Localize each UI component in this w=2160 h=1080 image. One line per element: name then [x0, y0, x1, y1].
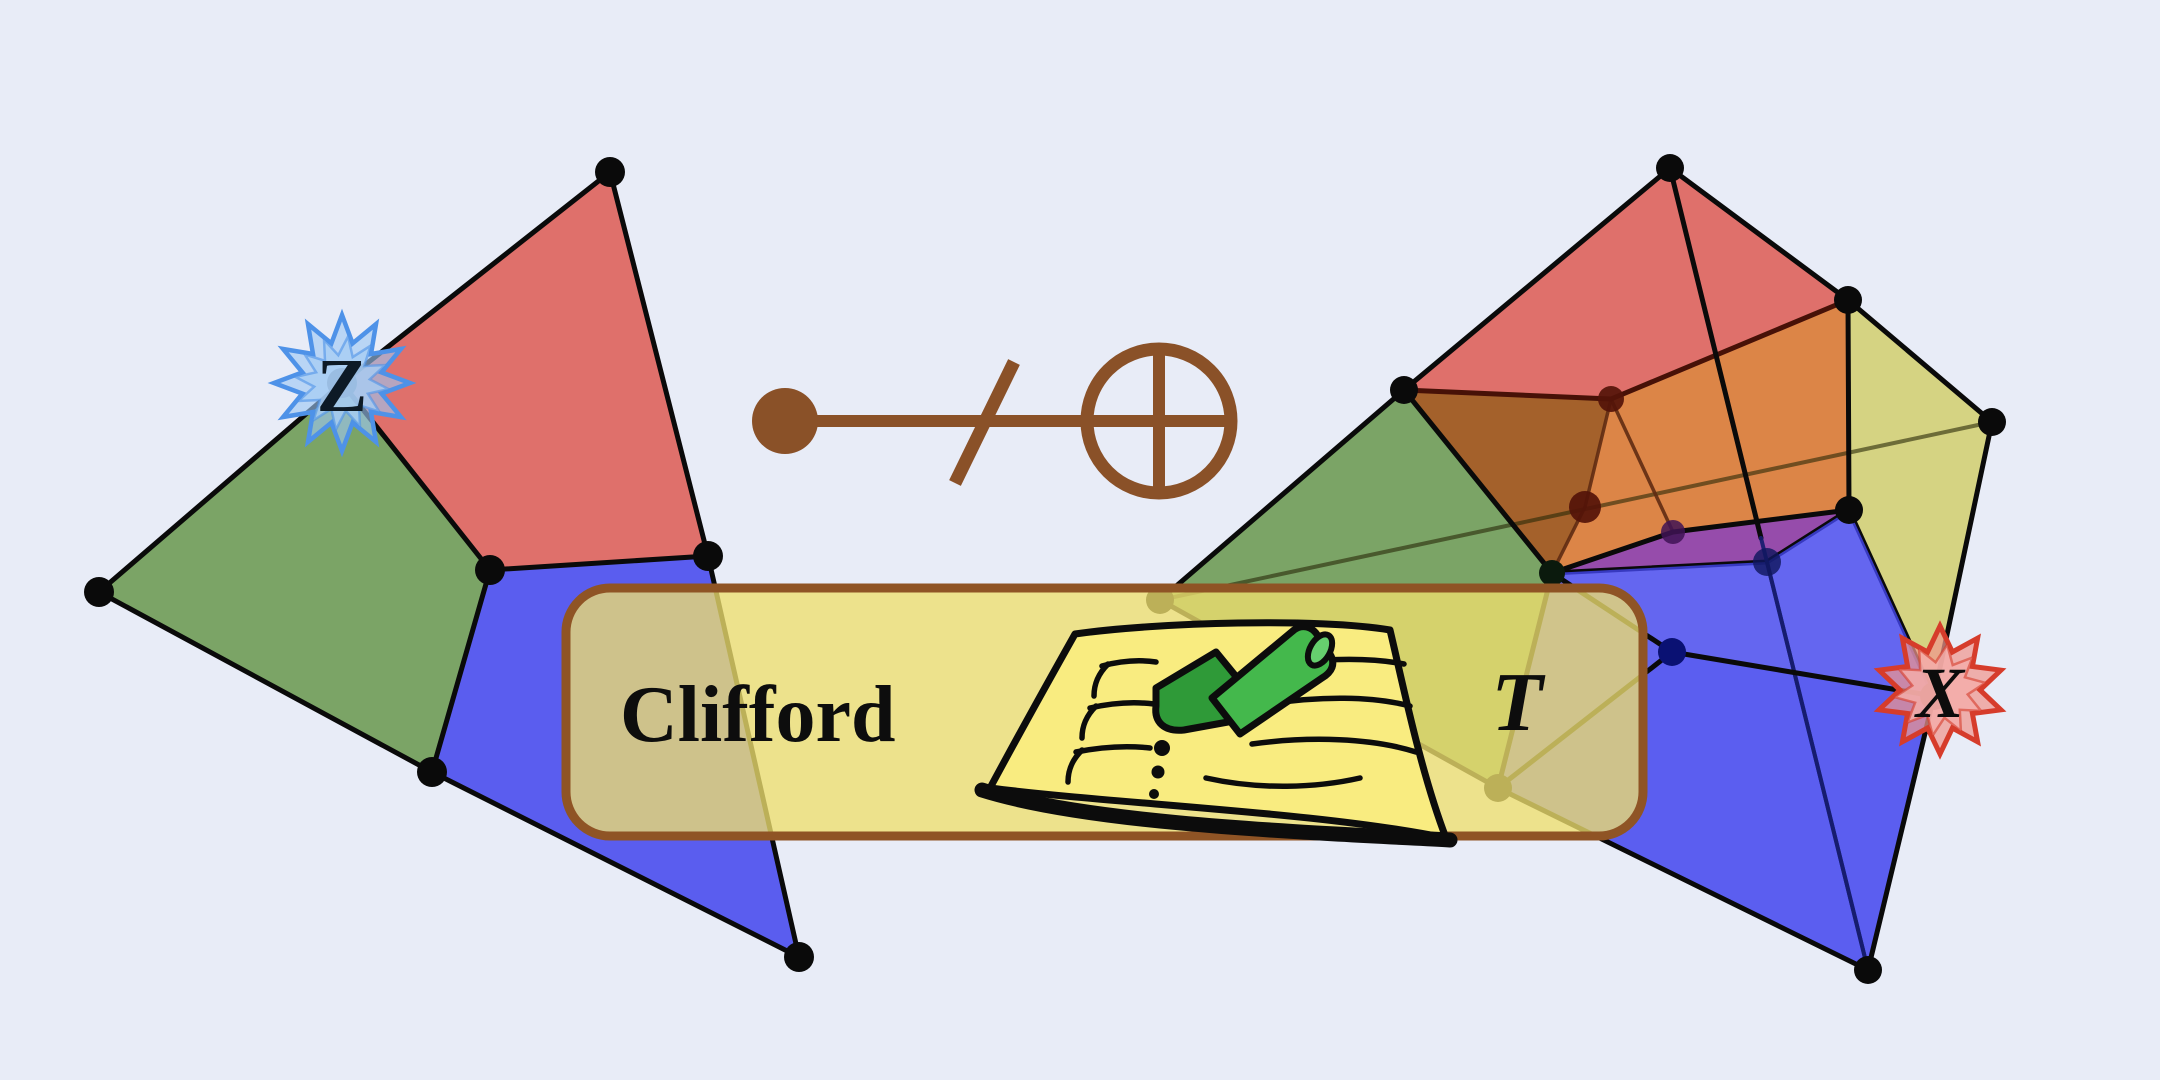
eraser-cap [1304, 631, 1336, 669]
yellow-cell-face [1848, 300, 1992, 696]
red-cell-face [1404, 168, 1848, 399]
right-color-code [1146, 154, 2006, 984]
clifford-t-banner: Clifford z [561, 583, 1648, 848]
green-face [99, 383, 490, 772]
notepad-bottom-swoosh [974, 782, 1458, 848]
cnot-slash [949, 359, 1020, 486]
error-stars: Z X [267, 308, 2007, 760]
notepad: z [974, 619, 1458, 848]
orange-cell-face [1552, 300, 1849, 573]
cnot-gate-symbol [752, 342, 1238, 500]
z-error-star-inner [291, 332, 393, 434]
t-gate-label: T [1491, 656, 1546, 749]
left-code-vertices [84, 157, 814, 972]
left-color-code [84, 157, 814, 972]
clifford-label: Clifford [620, 671, 896, 759]
blue-upper-face [1552, 510, 1934, 696]
red-face [342, 172, 708, 570]
x-error-star-inner [1891, 641, 1989, 739]
x-error-star [1873, 620, 2007, 760]
x-error-label: X [1914, 653, 1966, 733]
notepad-eraser [1152, 623, 1337, 738]
purple-cell-face [1552, 510, 1849, 573]
brown-cell-face [1404, 390, 1611, 573]
z-error-star [267, 308, 417, 458]
right-code-hidden-edges [1759, 536, 1870, 972]
notepad-dots [1149, 740, 1170, 799]
z-error-label: Z [317, 344, 368, 428]
